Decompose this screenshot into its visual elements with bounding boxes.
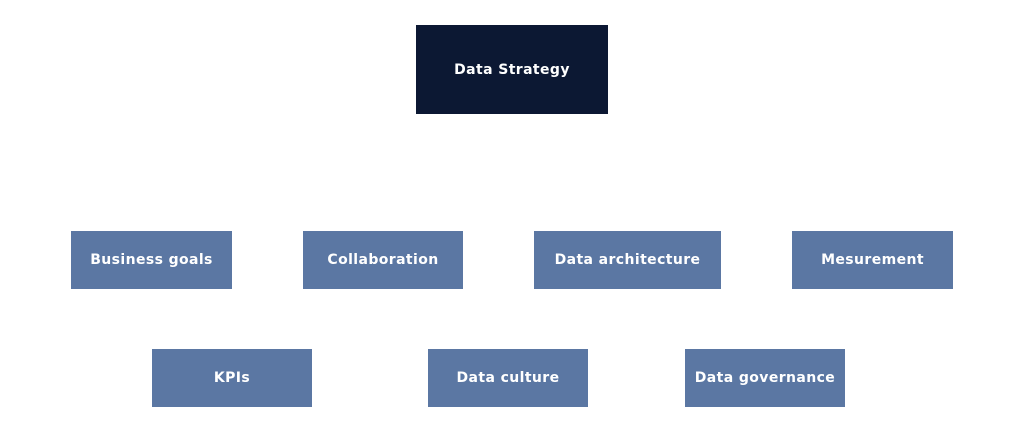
- data-governance-label: Data governance: [694, 370, 836, 386]
- collaboration-node: Collaboration: [303, 231, 463, 289]
- kpis-node: KPIs: [152, 349, 312, 407]
- data-culture-label: Data culture: [456, 370, 560, 386]
- data-architecture-label: Data architecture: [554, 252, 701, 268]
- data-strategy-label: Data Strategy: [454, 61, 570, 78]
- data-culture-node: Data culture: [428, 349, 588, 407]
- data-governance-node: Data governance: [685, 349, 845, 407]
- data-architecture-node: Data architecture: [534, 231, 721, 289]
- business-goals-node: Business goals: [71, 231, 232, 289]
- kpis-label: KPIs: [213, 370, 251, 386]
- mesurement-node: Mesurement: [792, 231, 953, 289]
- business-goals-label: Business goals: [90, 252, 213, 268]
- data-strategy-node: Data Strategy: [416, 25, 608, 114]
- mesurement-label: Mesurement: [821, 252, 924, 268]
- collaboration-label: Collaboration: [327, 252, 439, 268]
